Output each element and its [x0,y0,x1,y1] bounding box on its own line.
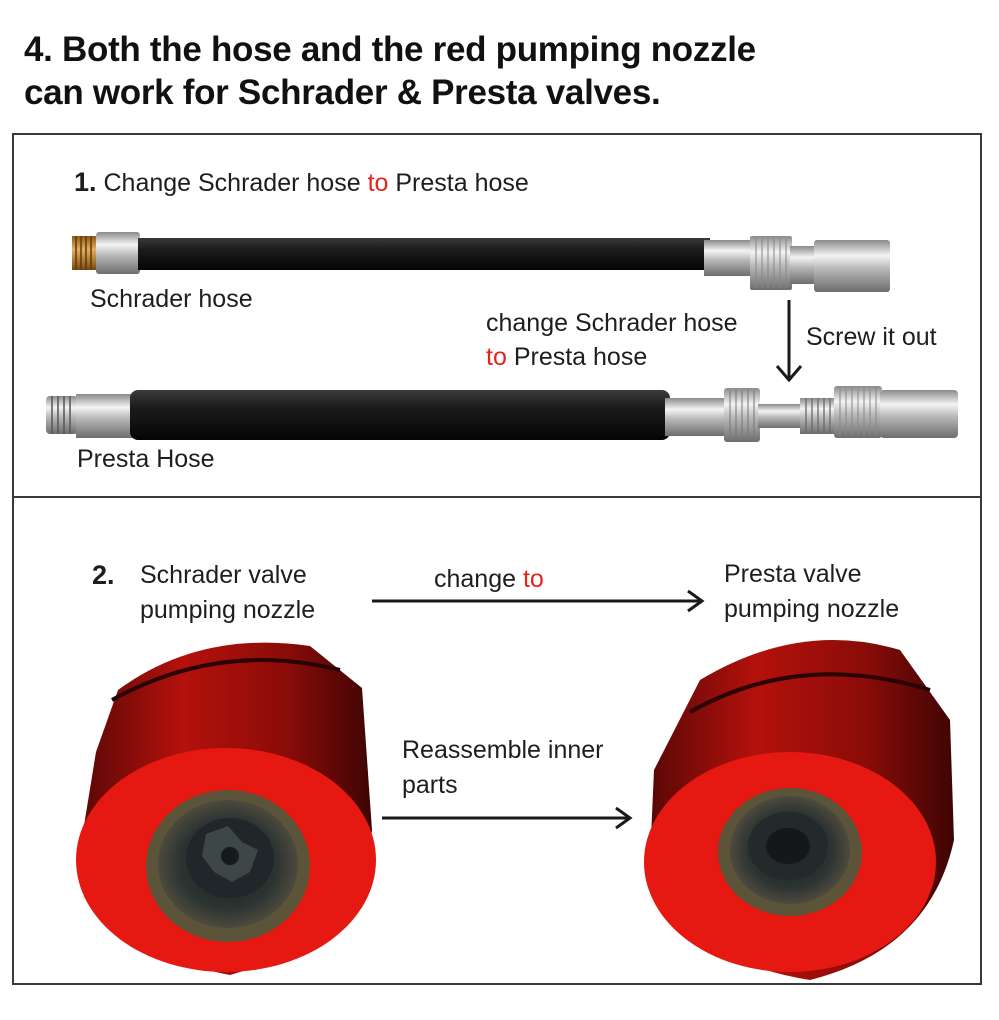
reassemble-line-1: Reassemble inner [402,736,604,764]
change-hose-line-1: change Schrader hose [486,309,738,337]
change-hose-line-2: to Presta hose [486,340,647,374]
presta-hose-image [46,386,958,442]
change-to-label: change to [434,562,544,596]
presta-hose-label: Presta Hose [77,445,215,473]
presta-nozzle-image [644,640,954,980]
reassemble-arrow [382,806,633,830]
presta-nozzle-line-2: pumping nozzle [724,595,900,623]
step-1-text-b: Presta hose [395,169,529,197]
change-to-word: to [522,565,544,593]
schrader-hose-image [72,232,890,292]
title-line-2: can work for Schrader & Presta valves. [24,73,661,112]
change-word: change [434,565,517,593]
step-1-text-to: to [367,169,389,197]
step-1-text-a: Change Schrader hose [103,169,361,197]
screw-it-out-label: Screw it out [806,323,937,351]
change-hose-to: to [486,343,507,371]
schrader-nozzle-line-2: pumping nozzle [140,596,316,624]
schrader-nozzle-line-1: Schrader valve [140,561,307,589]
step-1-heading: 1. Change Schrader hose to Presta hose [74,165,529,200]
presta-nozzle-line-1: Presta valve [724,560,862,588]
change-hose-rest: Presta hose [513,343,648,371]
change-arrow [372,589,705,613]
step-1-number: 1. [74,167,97,197]
page-title: 4. Both the hose and the red pumping noz… [24,28,756,114]
schrader-nozzle-image [76,642,376,975]
title-line-1: 4. Both the hose and the red pumping noz… [24,30,756,69]
reassemble-line-2: parts [402,771,458,799]
nozzle-change-panel [12,496,982,985]
schrader-hose-label: Schrader hose [90,285,253,313]
screw-out-arrow [775,300,803,383]
step-2-number: 2. [92,560,115,590]
